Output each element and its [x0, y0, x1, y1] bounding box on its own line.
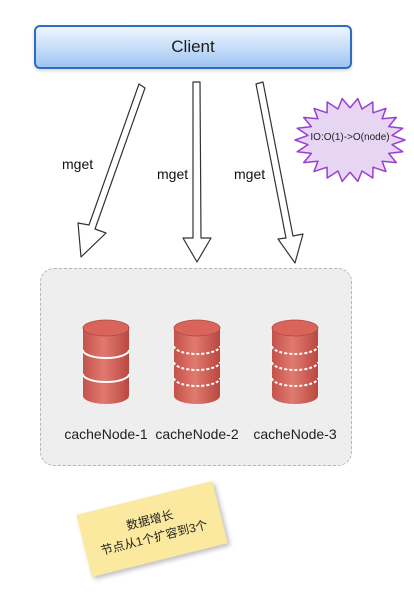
request-arrow-3	[255, 81, 304, 264]
database-icon	[271, 319, 319, 404]
database-icon	[173, 319, 221, 404]
client-box: Client	[34, 25, 352, 69]
request-arrow-1	[77, 83, 146, 258]
request-arrow-2	[182, 81, 212, 263]
request-label-2: mget	[157, 166, 189, 182]
cache-node-label-1: cacheNode-1	[64, 426, 148, 442]
io-burst-shape	[294, 97, 406, 183]
database-icon	[82, 319, 130, 404]
cache-node-label-2: cacheNode-2	[155, 426, 239, 442]
client-label: Client	[171, 37, 215, 56]
request-label-1: mget	[62, 156, 94, 172]
request-label-3: mget	[234, 166, 266, 182]
cache-node-label-3: cacheNode-3	[253, 426, 337, 442]
io-complexity-note: IO:O(1)->O(node)	[310, 132, 390, 143]
